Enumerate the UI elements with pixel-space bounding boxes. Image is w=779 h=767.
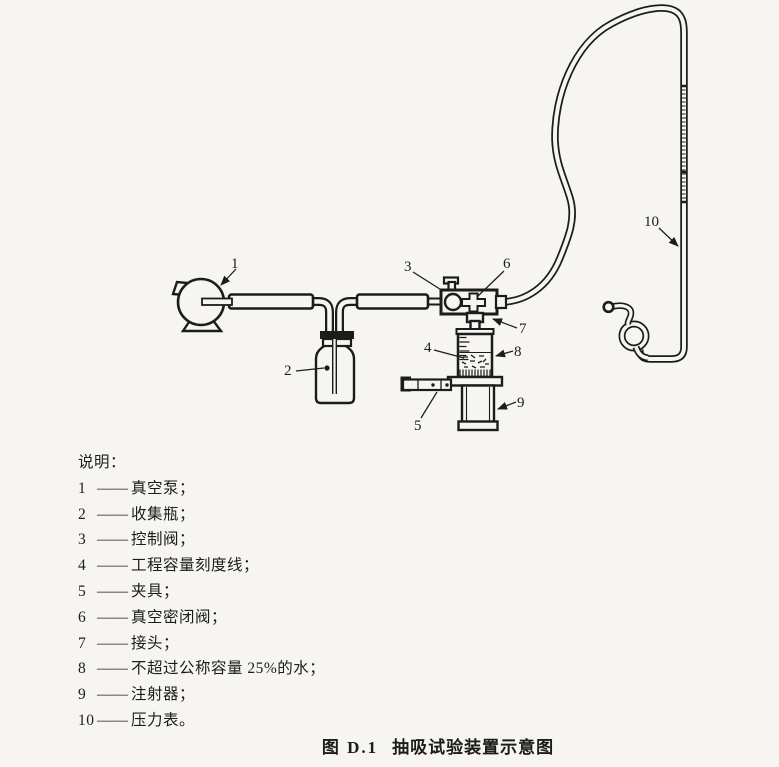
tube-pump-to-bottle (227, 293, 315, 310)
legend-item-3: 3——控制阀； (78, 531, 196, 549)
callout-labels: 1 2 3 4 5 6 7 8 9 10 (231, 214, 659, 434)
figure-title: 抽吸试验装置示意图 (392, 738, 555, 757)
control-valve (439, 276, 508, 316)
callout-8: 8 (514, 344, 522, 360)
legend-item-5: 5——夹具； (78, 582, 180, 600)
leader-8 (495, 349, 514, 358)
gauge-trap (602, 300, 650, 362)
pressure-gauge-tube (502, 4, 688, 363)
callout-6: 6 (503, 256, 511, 272)
legend-item-7: 7——接头； (78, 634, 180, 652)
plunger-seal-hatch (459, 369, 491, 377)
callout-9: 9 (517, 395, 525, 411)
valve-outlet (494, 294, 508, 310)
clamp (400, 376, 453, 392)
gauge-open-end (602, 300, 615, 314)
legend-item-4: 4——工程容量刻度线； (78, 557, 260, 575)
callout-10: 10 (644, 214, 659, 230)
leader-3 (412, 271, 444, 292)
plunger-thumb-rest (457, 420, 499, 432)
joint (465, 311, 485, 332)
pump-shaft (201, 297, 233, 306)
syringe-flange (446, 375, 504, 387)
leader-1 (220, 268, 237, 286)
engineering-capacity-scale-line (459, 336, 470, 361)
leader-10 (658, 227, 679, 247)
callouts (220, 227, 679, 419)
leader-5 (420, 391, 438, 419)
tubing (227, 293, 443, 334)
legend-item-6: 6——真空密闭阀； (78, 608, 228, 626)
legend-item-10: 10——压力表。 (78, 711, 196, 729)
legend-item-9: 9——注射器； (78, 686, 196, 704)
vacuum-pump (171, 277, 233, 333)
leader-2 (295, 367, 325, 372)
callout-4: 4 (424, 340, 432, 356)
apparatus-diagram: 1 2 3 4 5 6 7 8 9 10 (171, 4, 688, 434)
syringe (446, 328, 504, 432)
legend-item-2: 2——收集瓶； (78, 505, 196, 523)
leader-6 (477, 270, 505, 297)
legend: 说明： 1——真空泵； 2——收集瓶； 3——控制阀； 4——工程容量刻度线； … (78, 450, 325, 734)
callout-7: 7 (519, 321, 527, 337)
legend-title: 说明： (78, 454, 127, 471)
bottle-stopper (320, 331, 354, 339)
legend-item-8: 8——不超过公称容量 25%的水； (78, 660, 326, 678)
leader-4 (433, 349, 465, 359)
callout-3: 3 (404, 259, 412, 275)
gauge-scale-marks (680, 84, 688, 204)
figure-number: 图 D.1 (321, 738, 379, 757)
leader-7 (492, 318, 518, 329)
vacuum-seal-valve (461, 292, 486, 313)
water-region (459, 352, 492, 369)
tube-bottle-to-valve (355, 293, 430, 310)
figure-caption: 图 D.1 抽吸试验装置示意图 (95, 733, 779, 758)
legend-item-1: 1——真空泵； (78, 479, 196, 497)
valve-rotor (443, 292, 463, 312)
callout-2: 2 (284, 363, 292, 379)
syringe-plunger (460, 384, 496, 424)
leader-9 (497, 401, 517, 410)
collection-bottle (314, 331, 356, 405)
leader-2-dot (324, 365, 330, 371)
callout-1: 1 (231, 256, 239, 272)
callout-5: 5 (414, 418, 422, 434)
